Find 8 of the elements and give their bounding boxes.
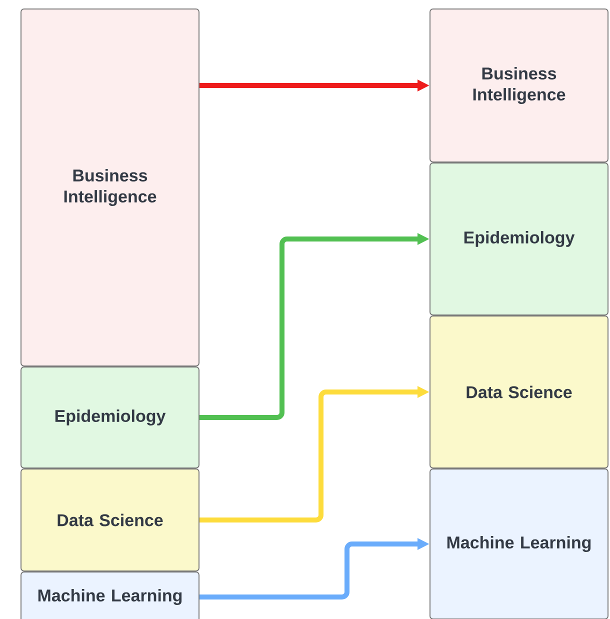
category-box: Machine Learning bbox=[20, 572, 200, 619]
category-box: Business Intelligence bbox=[20, 8, 200, 366]
category-box: Business Intelligence bbox=[430, 8, 608, 162]
category-box: Epidemiology bbox=[430, 162, 608, 316]
category-box: Data Science bbox=[20, 468, 200, 572]
category-box: Epidemiology bbox=[20, 366, 200, 468]
category-box: Machine Learning bbox=[430, 468, 608, 619]
category-box: Data Science bbox=[430, 316, 608, 468]
